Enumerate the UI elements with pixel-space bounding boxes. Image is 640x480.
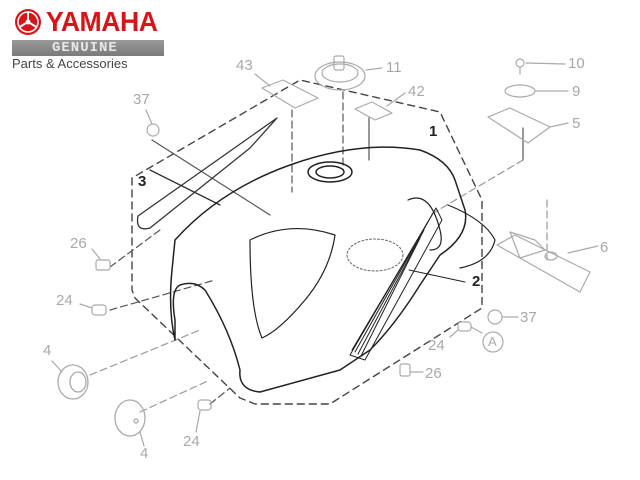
leader-lines xyxy=(89,91,548,413)
callout-24-left: 24 xyxy=(56,292,73,309)
dampers-4 xyxy=(51,360,146,447)
callout-2: 2 xyxy=(472,273,481,290)
tuning-fork-emblem-icon xyxy=(15,9,41,35)
badges xyxy=(254,73,406,121)
part-11-fuel-cap xyxy=(314,55,383,91)
callout-26-right: 26 xyxy=(425,365,442,382)
callout-24-bottom: 24 xyxy=(183,433,200,450)
callout-24-right: 24 xyxy=(428,337,445,354)
yamaha-logo: YAMAHA GENUINE Parts & Accessories xyxy=(6,6,166,72)
callout-a: A xyxy=(488,334,497,349)
fuel-tank-body xyxy=(169,146,496,393)
callout-5: 5 xyxy=(572,115,581,132)
part-2-stripe xyxy=(349,207,466,361)
callout-4-lower: 4 xyxy=(140,445,149,462)
brand-name: YAMAHA xyxy=(46,6,158,37)
clips-26 xyxy=(91,248,424,377)
part-3-stripe xyxy=(136,117,278,230)
callout-11: 11 xyxy=(386,59,402,76)
callout-1: 1 xyxy=(429,123,438,140)
grommets-37 xyxy=(145,109,519,325)
parts-10-9-5 xyxy=(487,58,569,144)
genuine-label: GENUINE xyxy=(52,40,118,56)
callout-37-left: 37 xyxy=(133,91,150,108)
genuine-banner: GENUINE xyxy=(12,40,164,56)
callout-42: 42 xyxy=(408,83,425,100)
part-6-knee-pad xyxy=(496,231,599,293)
callout-43: 43 xyxy=(236,57,253,74)
callout-37-right: 37 xyxy=(520,309,537,326)
reference-a-circle xyxy=(482,331,504,353)
callout-26-left: 26 xyxy=(70,235,87,252)
callout-4-upper: 4 xyxy=(43,342,52,359)
callout-10: 10 xyxy=(568,55,585,72)
brand-tagline: Parts & Accessories xyxy=(12,56,128,71)
callout-6: 6 xyxy=(600,239,609,256)
callout-9: 9 xyxy=(572,83,581,100)
callout-3: 3 xyxy=(138,173,147,190)
collars-24 xyxy=(79,303,483,433)
